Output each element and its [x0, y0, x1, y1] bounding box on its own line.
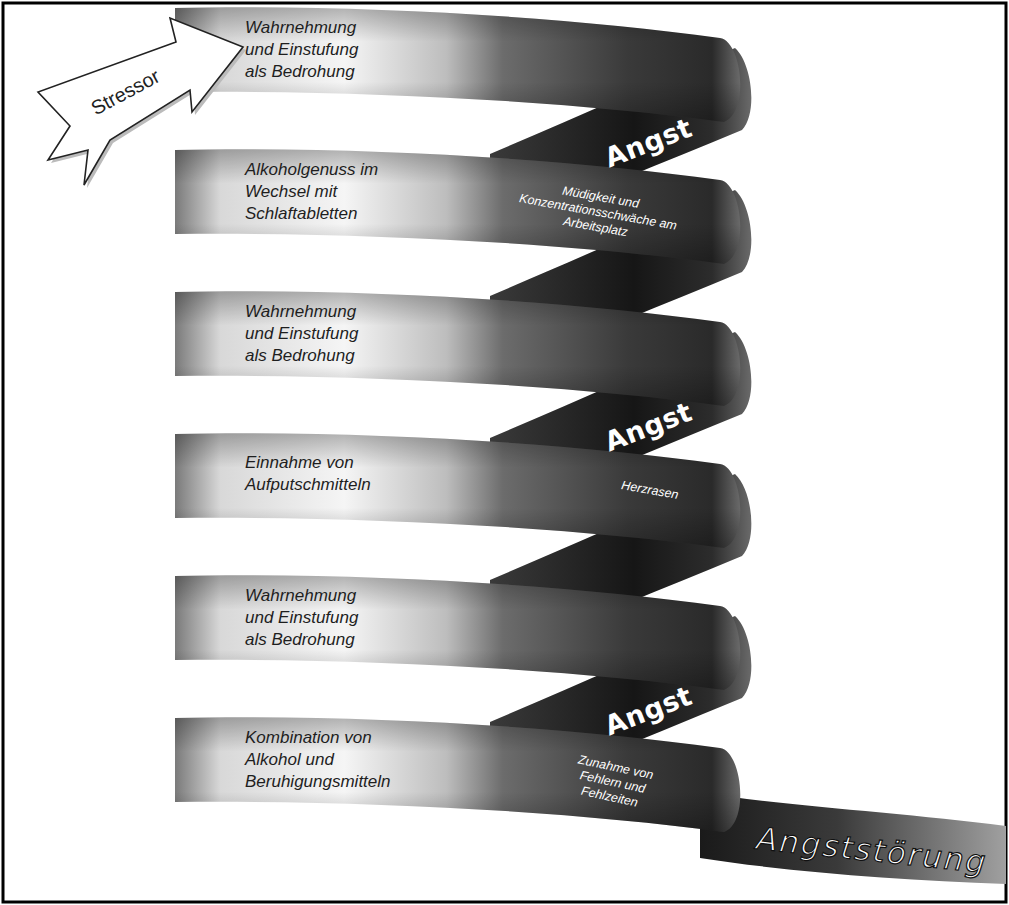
stressor-arrow: Stressor: [20, 12, 255, 192]
arrow-outline: [20, 12, 255, 192]
ribbon-strip: [175, 7, 740, 122]
band-text: Kombination von Alkohol und Beruhigungsm…: [245, 727, 380, 793]
ribbon-shade: [175, 717, 740, 832]
ribbon-strip: [175, 149, 740, 264]
ribbon-tail: [700, 792, 1006, 884]
frame: [3, 3, 1006, 902]
band-text: Wahrnehmung und Einstufung als Bedrohung: [245, 301, 380, 367]
ribbon-strip: [175, 717, 740, 832]
ribbon-band: Einnahme von Aufputschmitteln: [245, 452, 390, 496]
ribbon-shade: [175, 575, 740, 690]
ribbon-band: Alkoholgenuss im Wechsel mit Schlaftable…: [245, 159, 385, 225]
ribbon-band: Wahrnehmung und Einstufung als Bedrohung: [245, 585, 380, 651]
ribbon-front-strips: [175, 7, 740, 832]
ribbon-shade: [175, 149, 740, 264]
ribbon-shade: [175, 433, 740, 548]
band-text: Alkoholgenuss im Wechsel mit Schlaftable…: [245, 159, 385, 225]
ribbon-strip: [175, 291, 740, 406]
ribbon-strip: [175, 433, 740, 548]
ribbon-shade: [175, 291, 740, 406]
ribbon-band: Wahrnehmung und Einstufung als Bedrohung: [245, 301, 380, 367]
band-text: Wahrnehmung und Einstufung als Bedrohung: [245, 17, 380, 83]
arrow-shape: [38, 18, 243, 185]
band-text: Einnahme von Aufputschmitteln: [245, 452, 390, 496]
band-text: Wahrnehmung und Einstufung als Bedrohung: [245, 585, 380, 651]
ribbon-band: Wahrnehmung und Einstufung als Bedrohung: [245, 17, 380, 83]
ribbon-shade: [175, 7, 740, 122]
ribbon-band: Kombination von Alkohol und Beruhigungsm…: [245, 727, 380, 793]
ribbon-strip: [175, 575, 740, 690]
